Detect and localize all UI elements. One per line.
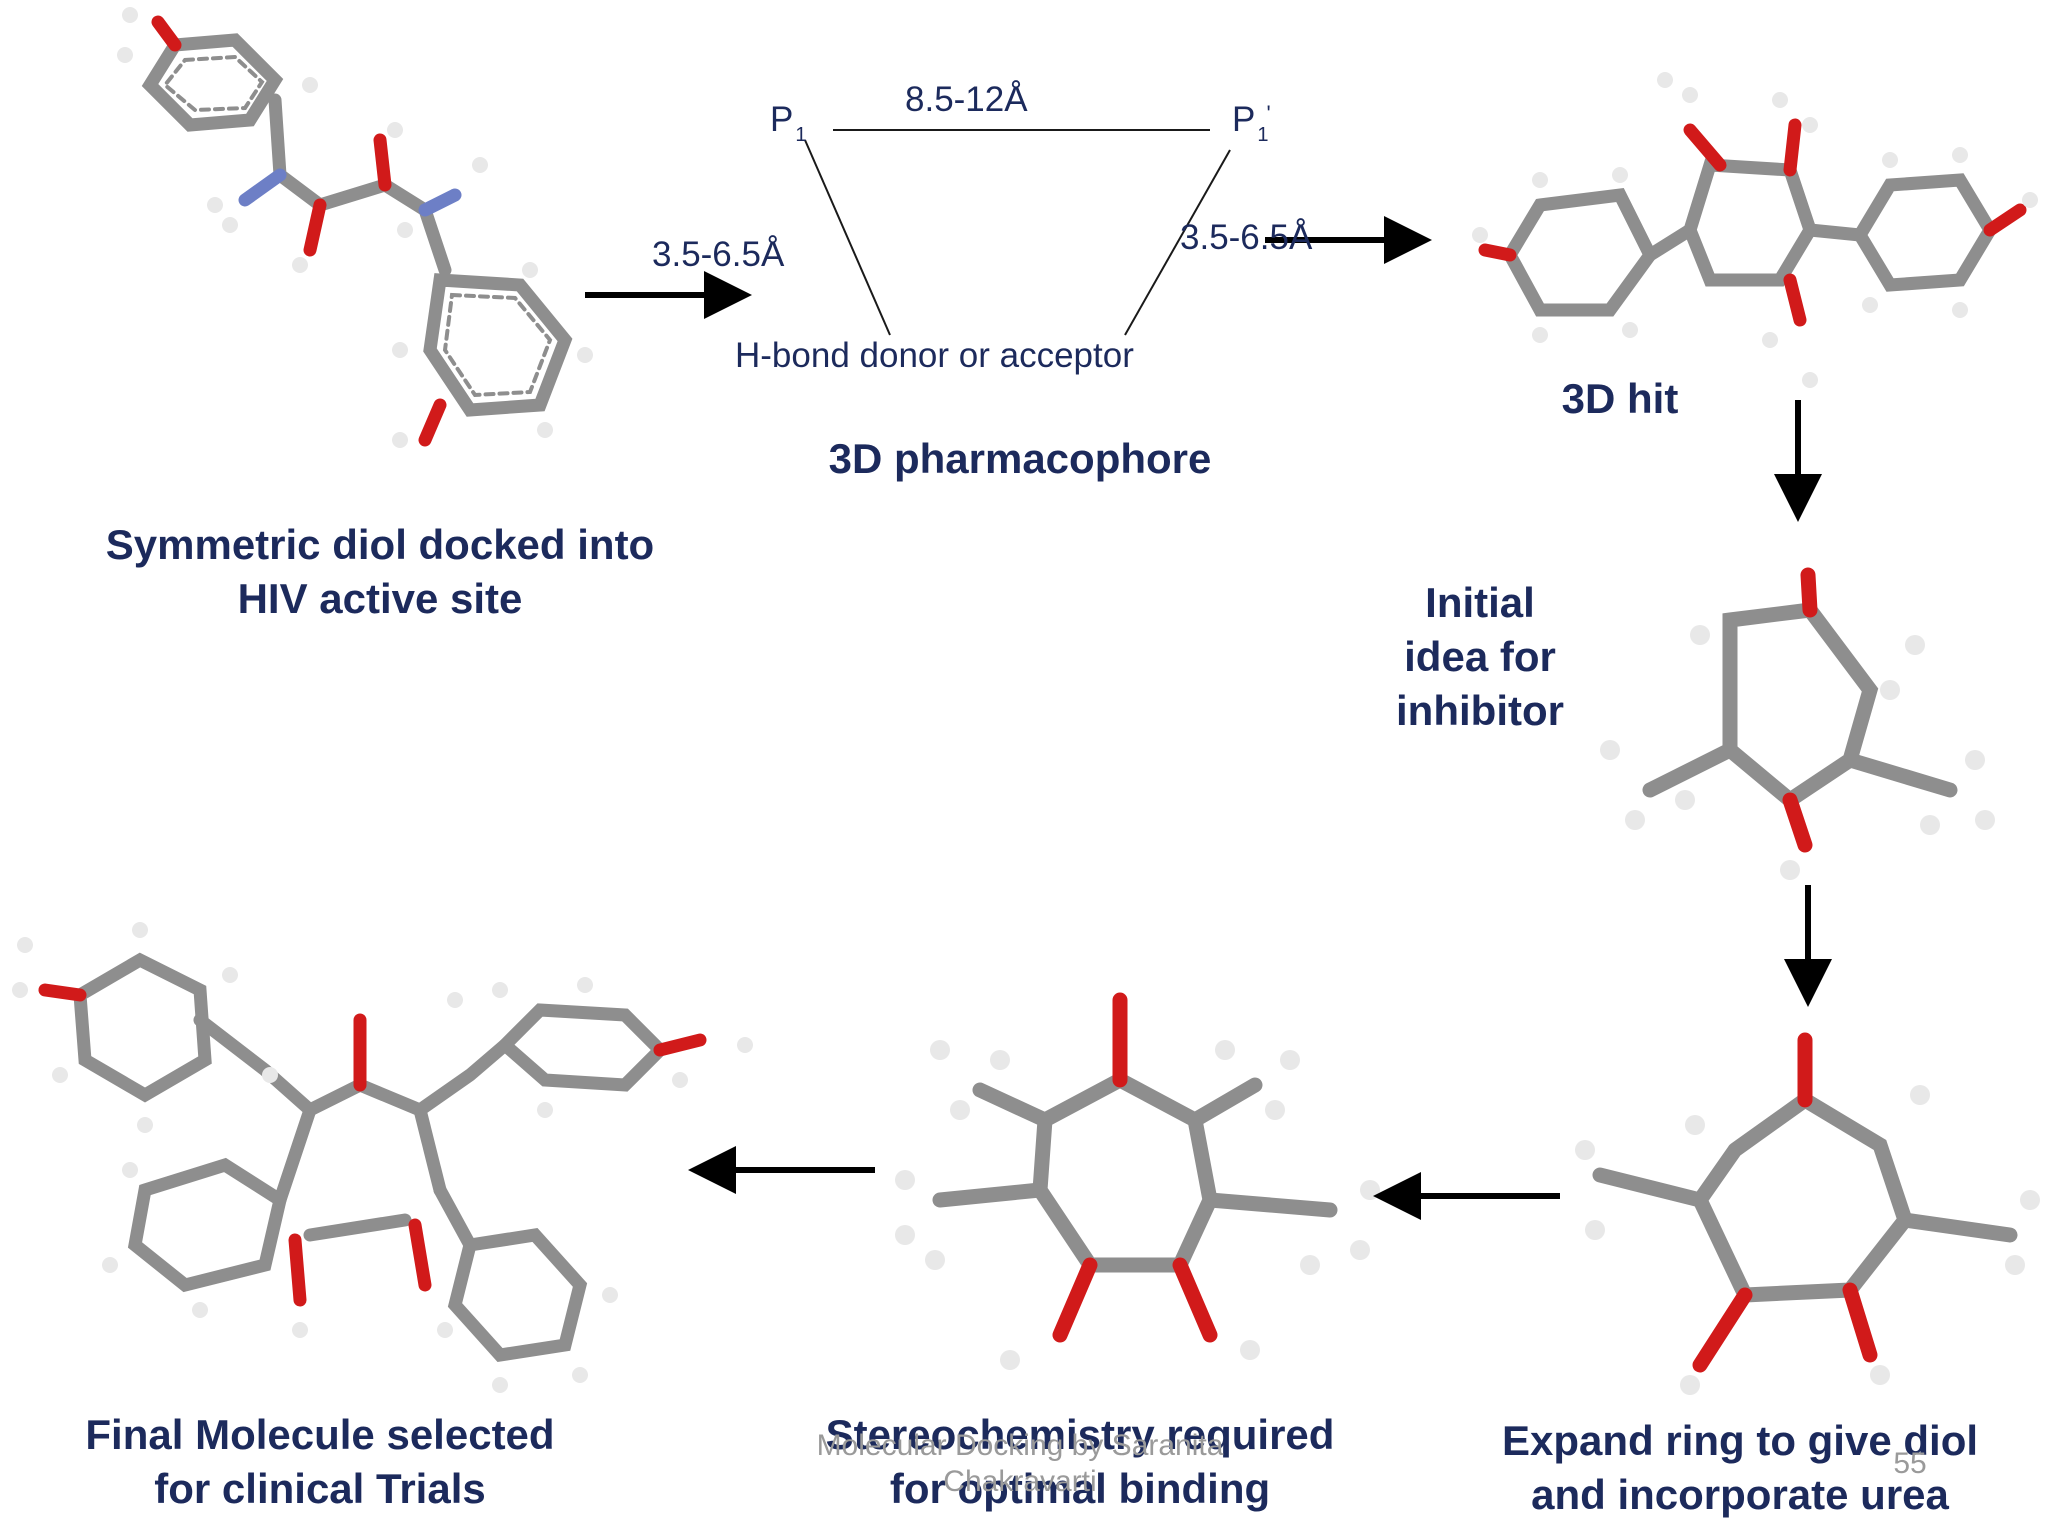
3d-hit-hydrogens: [1472, 72, 2038, 388]
p1prime-mark: ': [1266, 101, 1271, 126]
pharmacophore-lines: [804, 129, 1231, 336]
final-molecule: [38, 952, 707, 1362]
caption-initial-line1: Initial: [1425, 579, 1535, 626]
p1prime-subscript: 1: [1257, 124, 1269, 146]
initial-idea-molecule: [1642, 567, 1958, 853]
stereochemistry-molecule: [932, 992, 1338, 1343]
caption-symmetric-diol: Symmetric diol docked into HIV active si…: [60, 518, 700, 626]
credit-line1: Molecular Docking by Saranita: [816, 1429, 1224, 1462]
caption-expand-ring: Expand ring to give diol and incorporate…: [1440, 1414, 2040, 1522]
symmetric-diol-hydrogens: [117, 7, 593, 448]
caption-final-line1: Final Molecule selected: [85, 1411, 555, 1458]
caption-initial-line2: idea for: [1404, 633, 1556, 680]
distance-top-label: 8.5-12Å: [905, 80, 1028, 119]
caption-stereochemistry: Stereochemistry required for optimal bin…: [740, 1408, 1420, 1516]
distance-right-label: 3.5-6.5Å: [1180, 218, 1313, 257]
expanded-ring-molecule: [1592, 1032, 2018, 1373]
caption-stereo-line2: for optimal binding: [889, 1465, 1271, 1512]
3d-hit-molecule: [1478, 118, 2027, 327]
caption-expand-line2: and incorporate urea: [1531, 1471, 1949, 1518]
initial-idea-hydrogens: [1600, 625, 1995, 880]
expanded-ring-hydrogens: [1575, 1085, 2040, 1395]
caption-symmetric-diol-line1: Symmetric diol docked into: [105, 521, 655, 568]
page-number: 55: [1893, 1447, 1927, 1480]
symmetric-diol-molecule: [141, 15, 573, 447]
stereochemistry-hydrogens: [895, 1040, 1380, 1370]
caption-pharmacophore: 3D pharmacophore: [828, 435, 1212, 482]
slide-credit: Molecular Docking by Saranita Chakravart…: [760, 1428, 1280, 1500]
caption-initial-line3: inhibitor: [1396, 687, 1564, 734]
caption-initial-idea: Initial idea for inhibitor: [1370, 576, 1590, 738]
caption-final-molecule: Final Molecule selected for clinical Tri…: [10, 1408, 630, 1516]
p1prime-letter: P: [1232, 100, 1256, 139]
p1-subscript: 1: [795, 124, 807, 146]
credit-line2: Chakravarti: [943, 1465, 1097, 1498]
hbond-label: H-bond donor or acceptor: [735, 336, 1134, 375]
distance-left-label: 3.5-6.5Å: [652, 235, 785, 274]
p1-letter: P: [770, 100, 794, 139]
caption-symmetric-diol-line2: HIV active site: [237, 575, 523, 622]
caption-final-line2: for clinical Trials: [154, 1465, 486, 1512]
caption-3d-hit: 3D hit: [1561, 375, 1679, 422]
flow-arrows: [585, 216, 1832, 1220]
caption-expand-line1: Expand ring to give diol: [1501, 1417, 1979, 1464]
final-molecule-hydrogens: [12, 922, 753, 1393]
caption-stereo-line1: Stereochemistry required: [825, 1411, 1335, 1458]
